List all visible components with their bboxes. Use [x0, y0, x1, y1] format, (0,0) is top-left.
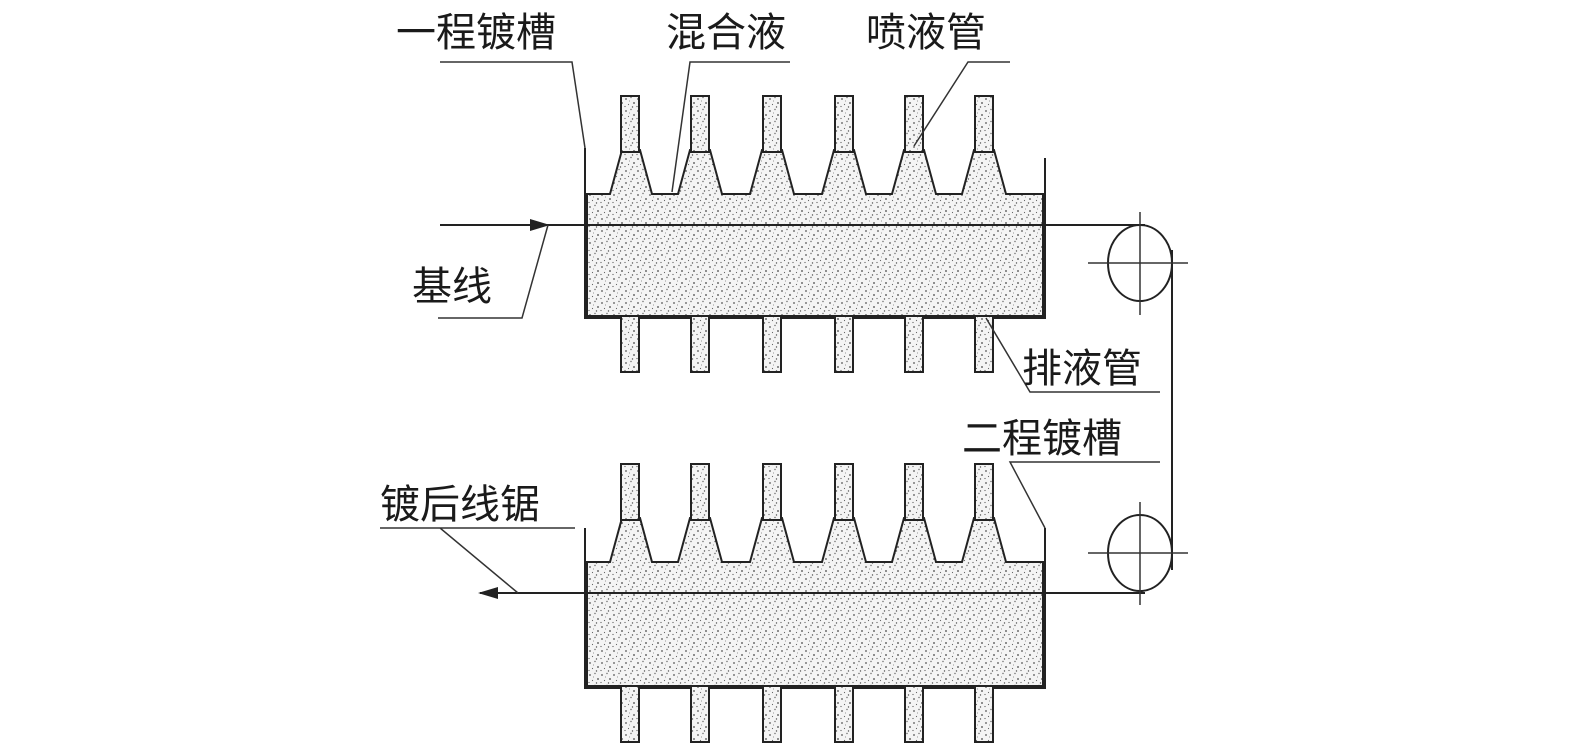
drain-pipe	[904, 315, 924, 373]
label-tank2: 二程镀槽	[962, 416, 1122, 462]
leader-lines	[380, 61, 1160, 594]
tank-2-liquid	[586, 517, 1044, 687]
spray-pipe	[974, 463, 994, 521]
spray-pipe	[762, 95, 782, 153]
leader-base-wire	[438, 224, 549, 319]
tank-2-outline	[584, 528, 1046, 689]
tank-1-drain-pipes	[620, 315, 994, 373]
drain-pipe	[762, 685, 782, 743]
pulley-upper	[1088, 212, 1188, 315]
spray-pipe	[834, 95, 854, 153]
tank-1-outline	[584, 148, 1046, 319]
spray-pipe	[974, 95, 994, 153]
tank-1	[584, 148, 1046, 319]
tank-2	[584, 517, 1046, 689]
spray-pipe	[690, 95, 710, 153]
label-drain-pipe: 排液管	[1022, 346, 1142, 392]
leader-plated-wire	[380, 527, 575, 594]
leader-drain-pipe	[985, 317, 1160, 393]
drain-pipe	[620, 685, 640, 743]
label-base-wire: 基线	[412, 264, 492, 310]
tank-1-spray-pipes	[620, 95, 994, 153]
leader-mixed-liquid	[671, 61, 790, 193]
drain-pipe	[834, 685, 854, 743]
label-plated-wire-saw: 镀后线锯	[380, 482, 540, 528]
spray-pipe	[904, 463, 924, 521]
drain-pipe	[974, 315, 994, 373]
drain-pipe	[974, 685, 994, 743]
spray-pipe	[690, 463, 710, 521]
leader-tank2	[1008, 461, 1160, 529]
drain-pipe	[904, 685, 924, 743]
spray-pipe	[904, 95, 924, 153]
tank-1-liquid	[586, 149, 1044, 317]
drain-pipe	[834, 315, 854, 373]
drain-pipe	[690, 315, 710, 373]
label-mixed-liquid: 混合液	[666, 10, 786, 56]
spray-pipe	[620, 463, 640, 521]
pulley-lower	[1088, 502, 1188, 605]
tank-2-spray-pipes	[620, 463, 994, 521]
drain-pipe	[690, 685, 710, 743]
leader-spray-pipe	[913, 61, 1010, 147]
drain-pipe	[762, 315, 782, 373]
drain-pipe	[620, 315, 640, 373]
spray-pipe	[834, 463, 854, 521]
spray-pipe	[620, 95, 640, 153]
label-spray-pipe: 喷液管	[866, 10, 986, 56]
leader-tank1	[440, 61, 586, 149]
label-tank1: 一程镀槽	[396, 10, 556, 56]
tank-2-drain-pipes	[620, 685, 994, 743]
spray-pipe	[762, 463, 782, 521]
